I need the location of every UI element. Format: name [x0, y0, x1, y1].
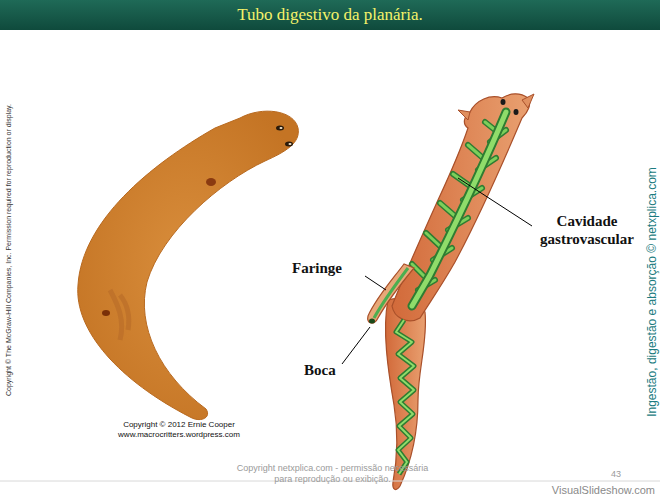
leader-line [458, 178, 532, 226]
pharynx-shadow [110, 290, 129, 340]
gastrovascular-cavity [396, 320, 414, 474]
part-label: Cavidade gastrovascular [530, 212, 644, 248]
mouth [369, 319, 375, 324]
copyright-note: Copyright netxplica.com - permissão nece… [230, 463, 435, 485]
auricle [458, 110, 470, 120]
eyespot [501, 99, 506, 105]
side-caption: Ingestão, digestão e absorção © netxplic… [645, 167, 659, 417]
leader-line [342, 327, 370, 364]
title-band [0, 0, 660, 30]
pharynx [368, 264, 414, 323]
planarian-body [392, 94, 530, 321]
photo-credit: Copyright © 2012 Ernie Cooper www.macroc… [104, 420, 254, 440]
dark-spot [206, 178, 216, 186]
eyespot [276, 126, 284, 131]
planarian-body [386, 299, 426, 490]
watermark: VisualSlideshow.com [552, 484, 655, 496]
auricle [522, 94, 534, 108]
gastrovascular-cavity [396, 320, 414, 474]
eyespot [289, 143, 292, 145]
slide-title: Tubo digestivo da planária. [0, 5, 660, 25]
leader-line [365, 276, 386, 290]
eyespot [514, 109, 519, 115]
eyespot [280, 127, 283, 129]
gastrovascular-cavity [412, 112, 506, 306]
part-label: Boca [304, 362, 336, 379]
pharynx-canal [374, 268, 408, 318]
dark-spot [102, 310, 110, 316]
slide-number: 43 [611, 469, 621, 479]
part-label: Faringe [292, 260, 342, 277]
planarian-photo [78, 111, 299, 419]
eyespot [285, 142, 293, 147]
copyright-note: Copyright © The McGraw-Hill Companies, I… [5, 104, 12, 396]
gastrovascular-cavity [412, 112, 506, 306]
